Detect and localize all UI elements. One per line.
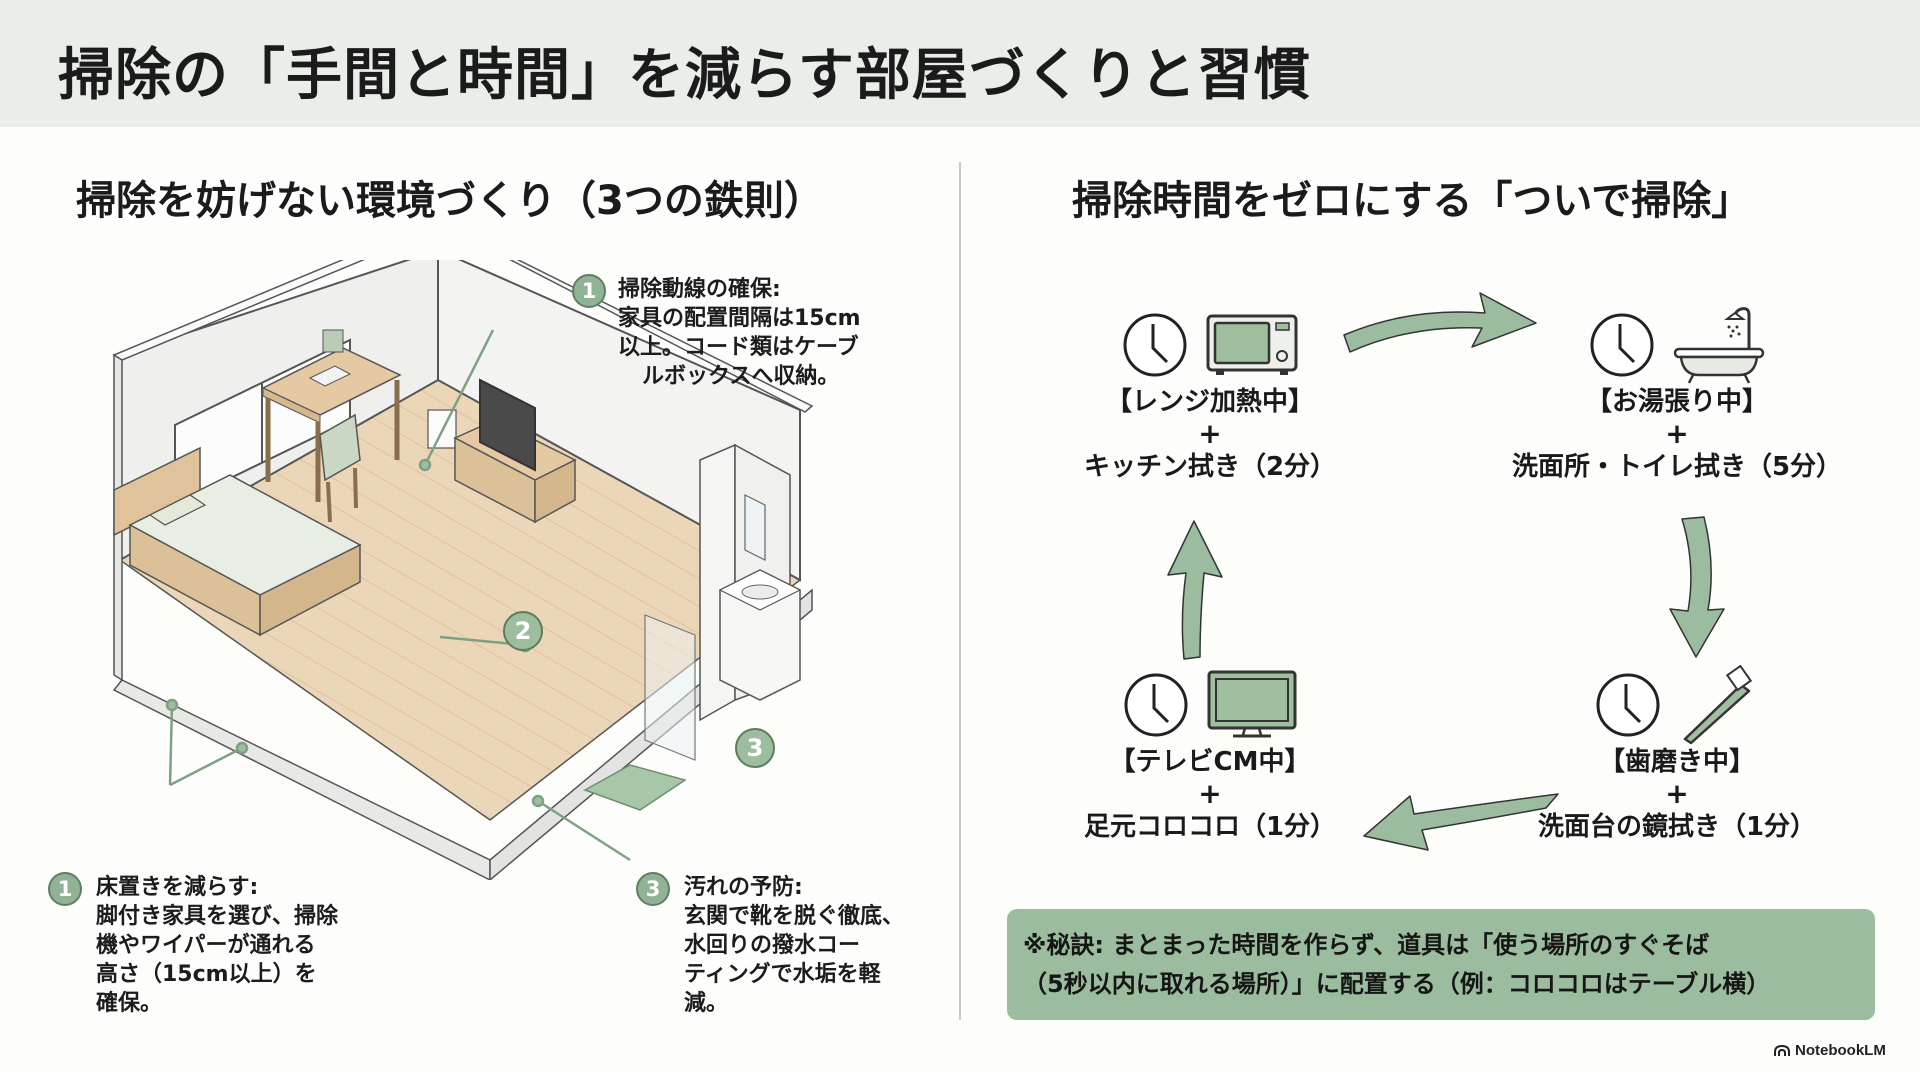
mirror (744, 494, 766, 561)
tip-box: ※秘訣: まとまった時間を作らず、道具は「使う場所のすぐそば （5秒以内に取れる… (1007, 909, 1875, 1020)
step-task: 洗面所・トイレ拭き（5分） (1511, 452, 1843, 482)
rule-text-line: 以上。コード類はケーブ (618, 335, 859, 360)
step-task: 足元コロコロ（1分） (1083, 812, 1337, 842)
bathtub-icon (1673, 307, 1765, 384)
tip-line: ※秘訣: まとまった時間を作らず、道具は「使う場所のすぐそば (1023, 931, 1710, 959)
notebooklm-logo-icon (1774, 1044, 1790, 1056)
tv (479, 378, 536, 472)
clock-icon (1123, 313, 1187, 377)
cycle-arrow-right (1343, 292, 1537, 353)
microwave-icon (1206, 314, 1298, 375)
page-title: 掃除の「手間と時間」を減らす部屋づくりと習慣 (58, 43, 1311, 108)
right-section-title: 掃除時間をゼロにする「ついで掃除」 (1072, 178, 1752, 224)
rule-text-line: ルボックスへ収納。 (642, 364, 840, 389)
step-label: 【お湯張り中】 (1585, 387, 1768, 417)
plus-sign: + (1665, 777, 1689, 810)
step-label: 【テレビCM中】 (1109, 747, 1311, 777)
rule-text-line: 確保。 (96, 991, 163, 1016)
cycle-arrow-down (1669, 516, 1725, 658)
step-task: キッチン拭き（2分） (1083, 452, 1337, 482)
rule-heading: 汚れの予防: (684, 875, 803, 900)
rule-callout-floor: 床置きを減らす: 脚付き家具を選び、掃除 機やワイパーが通れる 高さ（15cm以… (96, 873, 338, 1018)
rule-badge-floor: 1 (48, 872, 82, 906)
rule-callout-dirt-prevention: 汚れの予防: 玄関で靴を脱ぐ徹底、 水回りの撥水コー ティングで水垢を軽 減。 (684, 873, 904, 1018)
rule-badge-1: 1 (572, 274, 606, 308)
step-label: 【歯磨き中】 (1598, 747, 1755, 777)
glass-panel (644, 614, 696, 761)
clock-icon (1590, 313, 1654, 377)
books (322, 329, 344, 353)
room-illustration (112, 260, 814, 880)
plus-sign: + (1665, 417, 1689, 450)
brand-name: NotebookLM (1795, 1042, 1886, 1059)
cycle-step-toothbrush: 【歯磨き中】 + 洗面台の鏡拭き（1分） (1487, 665, 1867, 845)
left-section-title: 掃除を妨げない環境づくり（3つの鉄則） (76, 178, 824, 224)
rule-text-line: 家具の配置間隔は15cm (618, 306, 861, 331)
tip-line: （5秒以内に取れる場所）」に配置する（例：コロコロはテーブル横） (1023, 970, 1771, 998)
rule-heading: 床置きを減らす: (96, 875, 259, 900)
rule-callout-cleaning-path: 掃除動線の確保: 家具の配置間隔は15cm 以上。コード類はケーブ ルボックスへ… (618, 275, 861, 391)
toothbrush-icon (1683, 665, 1753, 745)
chair (319, 413, 361, 482)
cycle-step-microwave: 【レンジ加熱中】 + キッチン拭き（2分） (1020, 305, 1400, 485)
bath-mat (583, 764, 687, 811)
cycle-step-bath: 【お湯張り中】 + 洗面所・トイレ拭き（5分） (1487, 305, 1867, 485)
header-band: 掃除の「手間と時間」を減らす部屋づくりと習慣 (0, 0, 1920, 127)
room-marker-2: 2 (503, 611, 543, 651)
clock-icon (1596, 673, 1660, 737)
tv-icon (1207, 670, 1297, 738)
rule-text-line: 水回りの撥水コー (684, 933, 861, 958)
rule-text-line: 減。 (684, 991, 729, 1016)
rule-text-line: ティングで水垢を軽 (684, 962, 881, 987)
cycle-step-tv: 【テレビCM中】 + 足元コロコロ（1分） (1020, 665, 1400, 845)
clock-icon (1124, 673, 1188, 737)
rule-text-line: 高さ（15cm以上）を (96, 962, 317, 987)
cable-box (427, 409, 457, 449)
rule-text-line: 機やワイパーが通れる (96, 933, 316, 958)
room-marker-3: 3 (735, 728, 775, 768)
section-divider (959, 162, 961, 1020)
step-task: 洗面台の鏡拭き（1分） (1537, 812, 1817, 842)
rule-text-line: 玄関で靴を脱ぐ徹底、 (684, 904, 905, 929)
plus-sign: + (1198, 417, 1222, 450)
rule-heading: 掃除動線の確保: (618, 277, 781, 302)
brand-watermark: NotebookLM (1774, 1042, 1886, 1059)
step-label: 【レンジ加熱中】 (1105, 387, 1314, 417)
cycle-arrow-up (1167, 520, 1223, 660)
rule-text-line: 脚付き家具を選び、掃除 (96, 904, 339, 929)
cycle-arrow-left (1363, 793, 1559, 851)
rule-badge-3: 3 (636, 872, 670, 906)
plus-sign: + (1198, 777, 1222, 810)
